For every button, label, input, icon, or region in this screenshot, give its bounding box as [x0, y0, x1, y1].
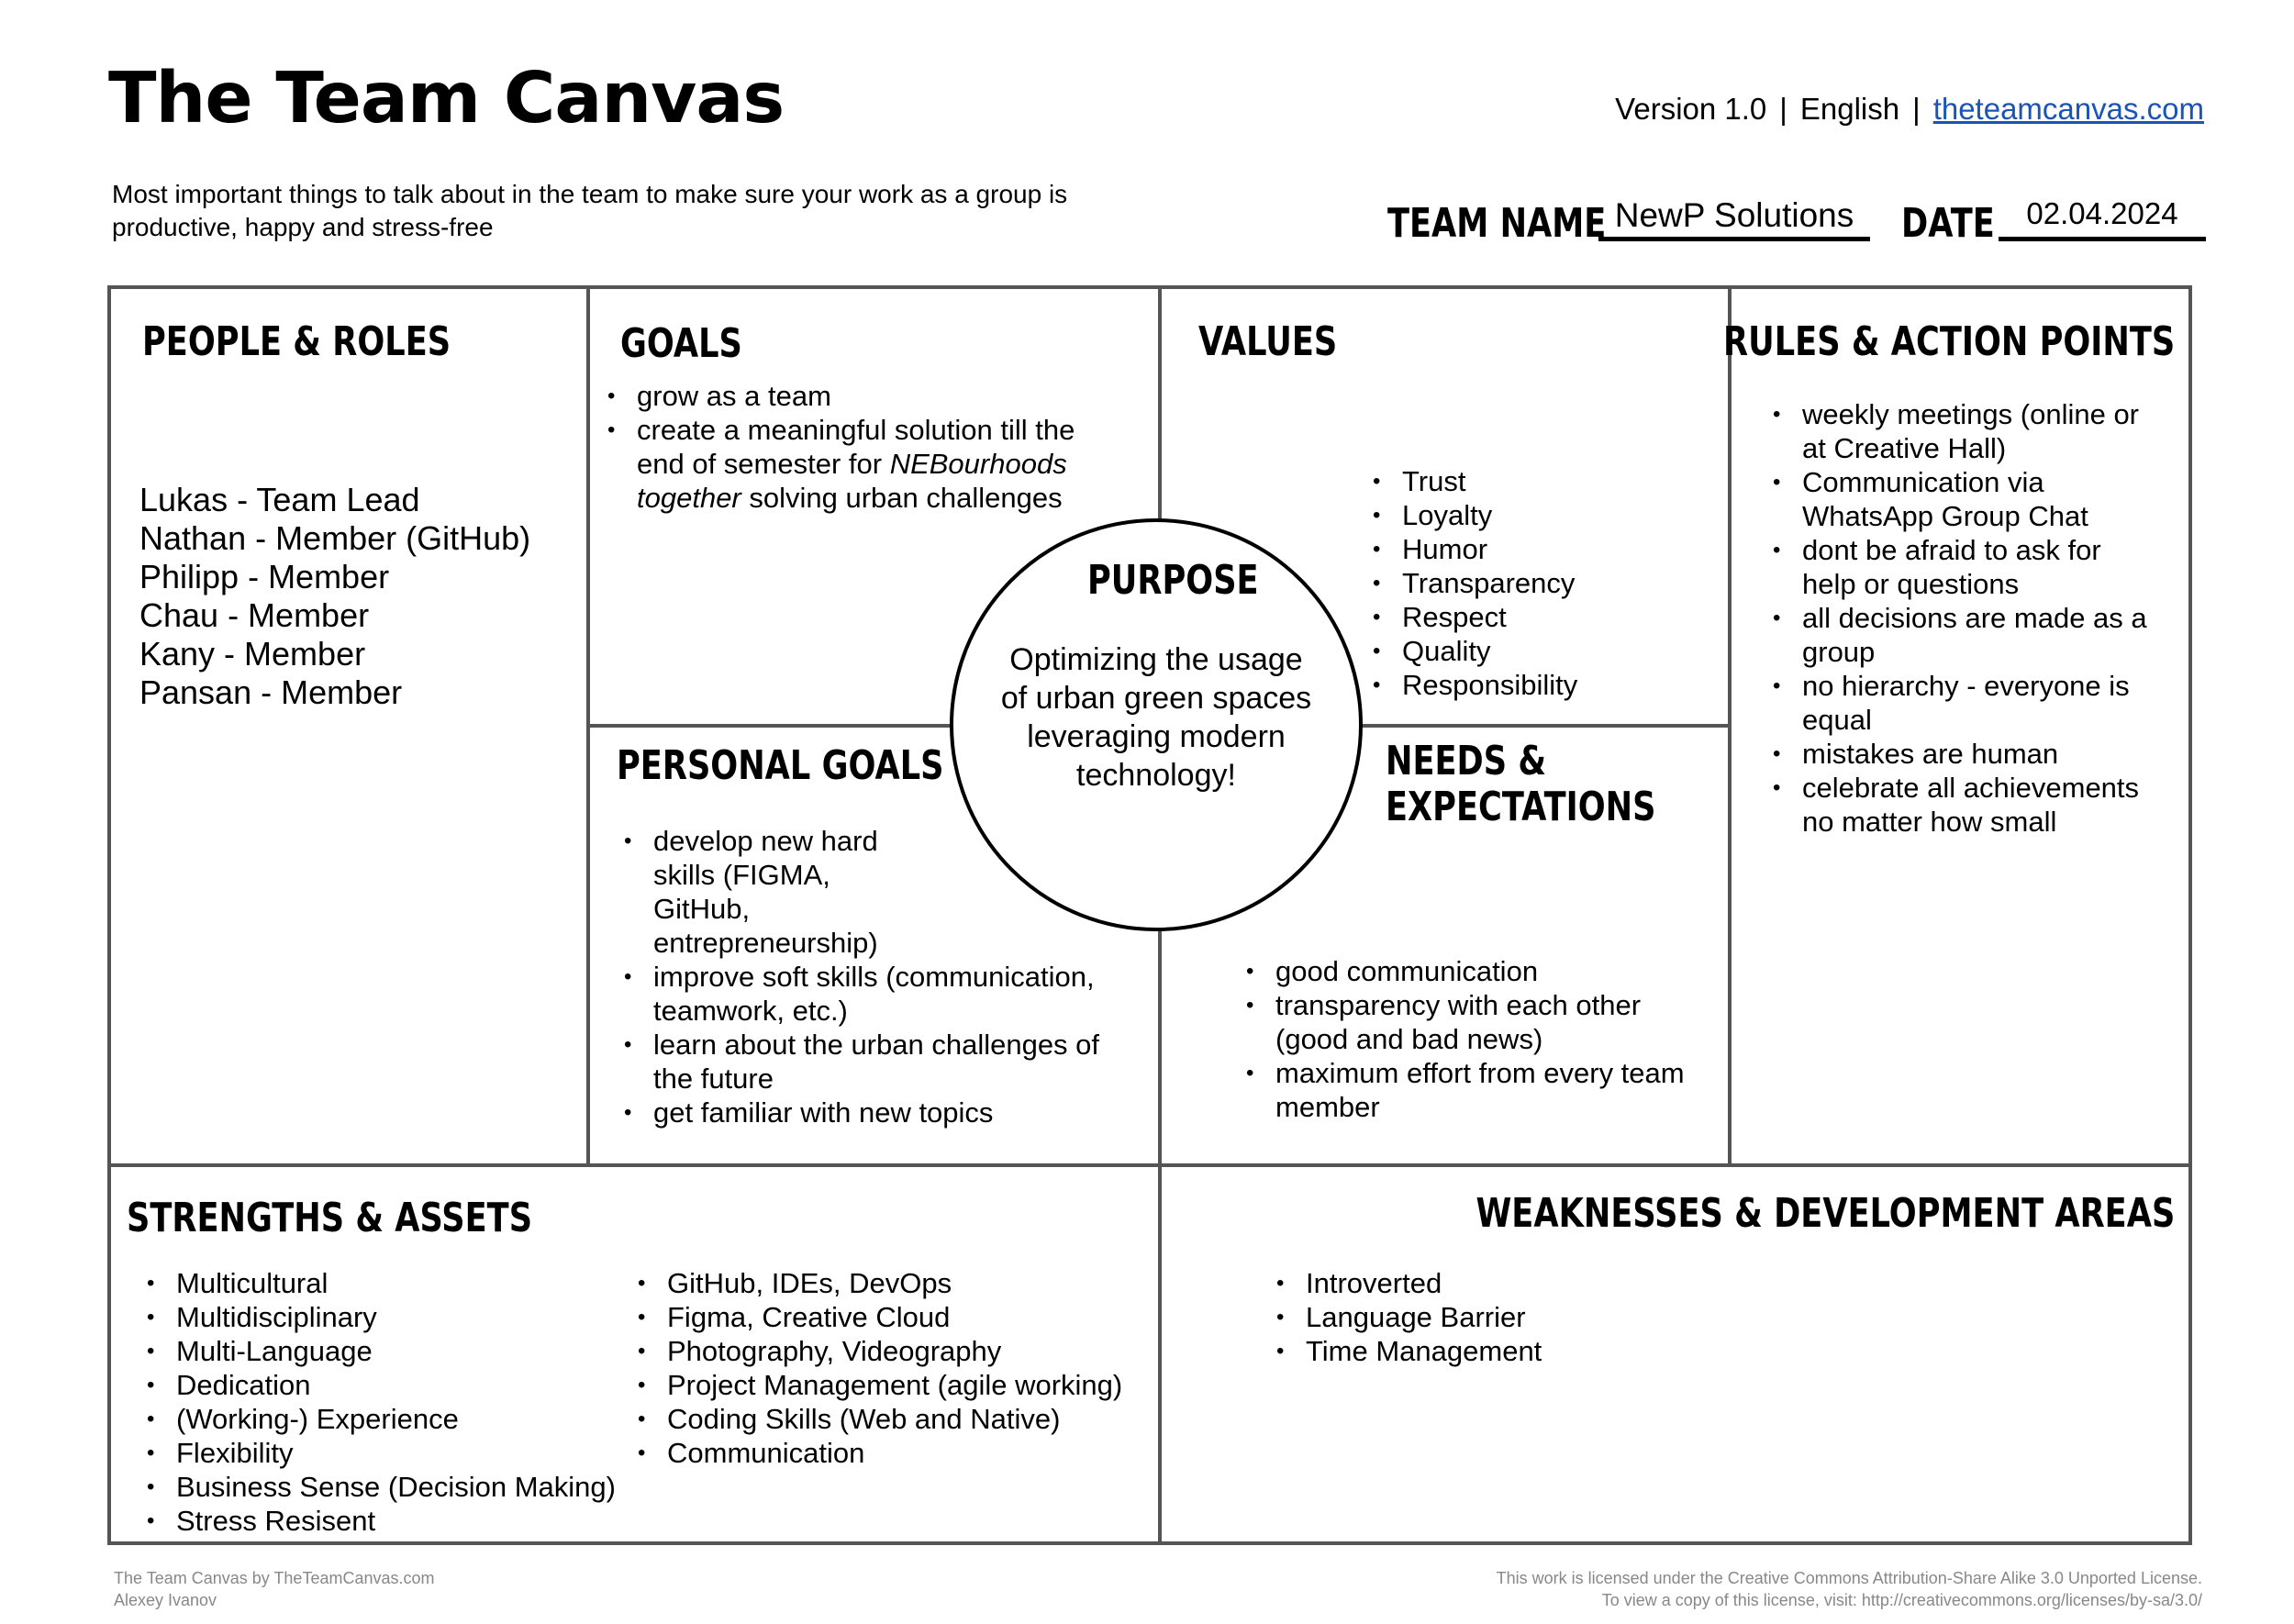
people-roles-heading: PEOPLE & ROLES [142, 318, 451, 365]
list-item: Humor [1373, 532, 1703, 566]
list-item: get familiar with new topics [624, 1096, 1138, 1129]
list-item: Photography, Videography [638, 1334, 1152, 1368]
team-name-label: TEAM NAME [1387, 200, 1607, 247]
list-item: dont be afraid to ask for help or questi… [1773, 533, 2158, 601]
list-item: Business Sense (Decision Making) [147, 1470, 642, 1504]
goals-heading: GOALS [620, 320, 742, 367]
list-item: maximum effort from every team member [1246, 1056, 1705, 1124]
list-item: develop new hard skills (FIGMA, GitHub, … [624, 824, 919, 960]
list-item: Communication [638, 1436, 1152, 1470]
list-item: Pansan - Member [139, 673, 403, 711]
weaknesses-list: Introverted Language Barrier Time Manage… [1276, 1266, 1735, 1368]
list-item: Figma, Creative Cloud [638, 1300, 1152, 1334]
values-list: Trust Loyalty Humor Transparency Respect… [1373, 464, 1703, 702]
footer-license-link: To view a copy of this license, visit: h… [1601, 1591, 2202, 1609]
team-name-value[interactable]: NewP Solutions [1614, 196, 1854, 234]
footer-license: This work is licensed under the Creative… [1496, 1569, 2202, 1587]
list-item: create a meaningful solution till the en… [607, 413, 1121, 515]
goal-text: solving urban challenges [741, 482, 1063, 514]
date-underline [1999, 237, 2206, 241]
values-heading: VALUES [1198, 318, 1338, 365]
needs-heading: NEEDS & EXPECTATIONS [1386, 739, 1656, 830]
people-roles-list: Lukas - Team Lead Nathan - Member (GitHu… [139, 481, 580, 712]
list-item: Flexibility [147, 1436, 642, 1470]
strengths-heading: STRENGTHS & ASSETS [127, 1195, 533, 1241]
needs-heading-line: NEEDS & [1386, 738, 1547, 784]
footer-author: Alexey Ivanov [114, 1591, 217, 1609]
purpose-text: Optimizing the usage of urban green spac… [1000, 642, 1312, 793]
list-item: celebrate all achievements no matter how… [1773, 771, 2158, 839]
website-link[interactable]: theteamcanvas.com [1932, 92, 2204, 126]
list-item: Coding Skills (Web and Native) [638, 1402, 1152, 1436]
list-item: Loyalty [1373, 498, 1703, 532]
list-item: good communication [1246, 954, 1705, 988]
strengths-list-1: Multicultural Multidisciplinary Multi-La… [147, 1266, 642, 1538]
list-item: Kany - Member [139, 635, 366, 673]
list-item: Dedication [147, 1368, 642, 1402]
needs-heading-line: EXPECTATIONS [1386, 784, 1656, 830]
language-label: English [1799, 92, 1900, 126]
divider [111, 1163, 2188, 1167]
list-item: Lukas - Team Lead [139, 481, 420, 518]
footer-credit: The Team Canvas by TheTeamCanvas.com [114, 1569, 435, 1587]
list-item: Transparency [1373, 566, 1703, 600]
list-item: Responsibility [1373, 668, 1703, 702]
divider [586, 289, 590, 1167]
date-label: DATE [1901, 200, 1995, 247]
purpose-heading: PURPOSE [1087, 557, 1259, 604]
rules-heading: RULES & ACTION POINTS [1722, 318, 2175, 365]
separator: | [1779, 92, 1787, 126]
personal-goals-list: develop new hard skills (FIGMA, GitHub, … [624, 824, 1138, 1129]
rules-list: weekly meetings (online or at Creative H… [1773, 397, 2158, 839]
divider [1728, 289, 1732, 1167]
list-item: Communication via WhatsApp Group Chat [1773, 465, 2158, 533]
list-item: Quality [1373, 634, 1703, 668]
goal-italic-text: NEBourhoods together [637, 448, 1067, 514]
list-item: Language Barrier [1276, 1300, 1735, 1334]
subtitle: Most important things to talk about in t… [112, 180, 1068, 241]
list-item: improve soft skills (communication, team… [624, 960, 1138, 1028]
list-item: learn about the urban challenges of the … [624, 1028, 1138, 1096]
list-item: Philipp - Member [139, 558, 390, 595]
list-item: Stress Resisent [147, 1504, 642, 1538]
date-value[interactable]: 02.04.2024 [2026, 196, 2178, 230]
strengths-list-2: GitHub, IDEs, DevOps Figma, Creative Clo… [638, 1266, 1152, 1470]
purpose-circle [950, 518, 1363, 931]
footer-left: The Team Canvas by TheTeamCanvas.com Ale… [114, 1567, 435, 1611]
weaknesses-heading: WEAKNESSES & DEVELOPMENT AREAS [1476, 1190, 2175, 1237]
list-item: Multicultural [147, 1266, 642, 1300]
header-meta: Version 1.0 | English | theteamcanvas.com [1615, 92, 2204, 127]
personal-goals-heading: PERSONAL GOALS [617, 742, 944, 789]
list-item: Multidisciplinary [147, 1300, 642, 1334]
goals-list: grow as a team create a meaningful solut… [607, 379, 1121, 515]
list-item: transparency with each other (good and b… [1246, 988, 1705, 1056]
goal-text: create a meaningful solution till the en… [637, 414, 1075, 480]
list-item: Nathan - Member (GitHub) [139, 519, 531, 557]
list-item: Respect [1373, 600, 1703, 634]
list-item: Project Management (agile working) [638, 1368, 1152, 1402]
page-title: The Team Canvas [108, 58, 785, 139]
needs-list: good communication transparency with eac… [1246, 954, 1705, 1124]
list-item: grow as a team [607, 379, 1121, 413]
list-item: mistakes are human [1773, 737, 2158, 771]
list-item: Time Management [1276, 1334, 1735, 1368]
list-item: no hierarchy - everyone is equal [1773, 669, 2158, 737]
list-item: weekly meetings (online or at Creative H… [1773, 397, 2158, 465]
separator: | [1912, 92, 1921, 126]
list-item: all decisions are made as a group [1773, 601, 2158, 669]
list-item: Multi-Language [147, 1334, 642, 1368]
list-item: GitHub, IDEs, DevOps [638, 1266, 1152, 1300]
footer-right: This work is licensed under the Creative… [1497, 1567, 2202, 1611]
list-item: Introverted [1276, 1266, 1735, 1300]
list-item: Trust [1373, 464, 1703, 498]
team-name-underline [1598, 237, 1870, 241]
version-label: Version 1.0 [1615, 92, 1767, 126]
list-item: (Working-) Experience [147, 1402, 642, 1436]
list-item: Chau - Member [139, 596, 370, 634]
